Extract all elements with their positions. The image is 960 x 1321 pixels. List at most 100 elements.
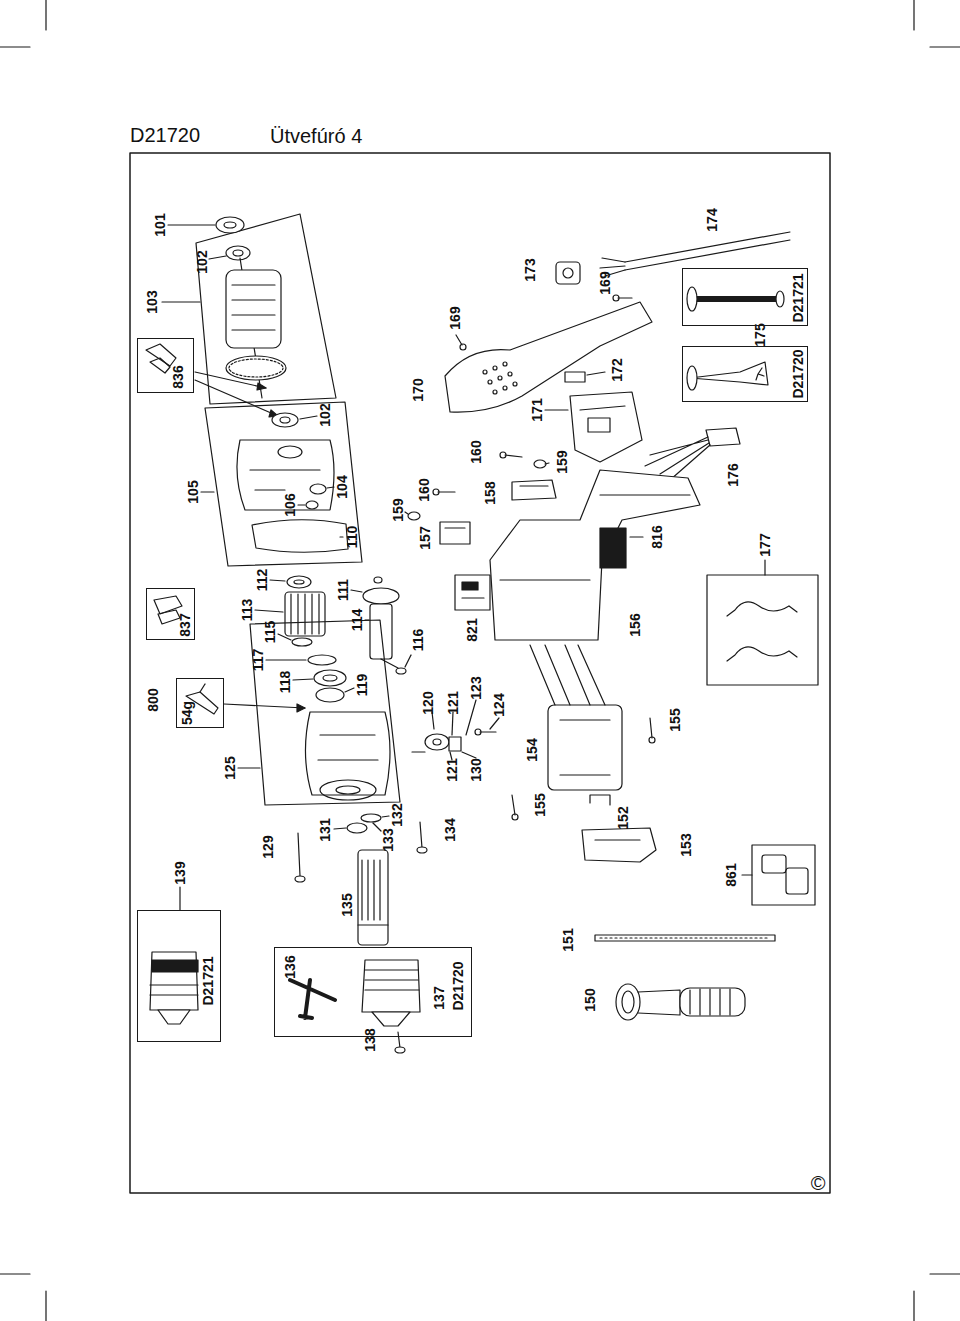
handle-cover — [493, 390, 497, 394]
gearcase-group — [278, 446, 302, 458]
side-handle-assembly — [680, 988, 745, 1016]
handle-cover — [445, 262, 652, 462]
armature-group — [232, 329, 275, 330]
spindle-parts — [298, 833, 300, 876]
model-label: 54g — [180, 701, 194, 725]
small-parts — [480, 731, 496, 732]
brush-box — [727, 602, 797, 616]
hammer-group — [314, 670, 346, 686]
spindle-parts — [367, 860, 368, 920]
callout-number: 121 — [445, 758, 459, 781]
hammer-group — [224, 704, 305, 708]
model-label: D21721 — [791, 273, 805, 322]
hammer-group — [345, 688, 354, 692]
keyed-chuck — [365, 979, 418, 980]
brush-box — [727, 647, 797, 661]
switch-part — [158, 610, 180, 624]
switch-parts — [405, 512, 408, 514]
handle-cover — [503, 386, 507, 390]
spindle-parts — [358, 850, 388, 945]
callout-number: 112 — [255, 569, 269, 592]
callout-number: 121 — [446, 691, 460, 714]
gearcase-group — [272, 413, 298, 427]
small-parts — [452, 712, 453, 735]
hammer-group — [224, 620, 400, 805]
keyless-chuck — [150, 984, 198, 985]
callout-number: 159 — [555, 450, 569, 473]
crop-mark — [45, 0, 46, 30]
switch-parts — [440, 522, 470, 544]
keyed-chuck — [372, 1012, 410, 1026]
accessory-box — [762, 855, 786, 873]
callout-number: 115 — [263, 621, 277, 644]
gearcase-group — [201, 491, 214, 492]
label-sticker — [462, 582, 478, 590]
gear-set — [374, 577, 382, 583]
spindle-parts — [373, 823, 381, 831]
switch-parts — [545, 463, 549, 464]
depth-rod — [595, 935, 775, 941]
gearcase-group — [201, 402, 362, 566]
armature-group — [232, 299, 275, 300]
armature-group — [168, 224, 215, 225]
spindle-parts — [347, 823, 367, 833]
page-text: © — [811, 1173, 826, 1193]
callout-number: 837 — [178, 613, 192, 636]
field-coil — [530, 645, 605, 705]
callout-number: 120 — [421, 691, 435, 714]
small-parts — [475, 729, 481, 735]
side-handle — [687, 287, 784, 390]
keyed-chuck — [362, 960, 420, 1012]
hammer-group — [318, 759, 378, 760]
terminal-block — [706, 428, 740, 446]
callout-number: 139 — [173, 861, 187, 884]
callout-number: 111 — [336, 579, 350, 601]
callout-number: 119 — [355, 674, 369, 697]
callout-number: 134 — [443, 818, 457, 841]
label-sticker — [455, 575, 490, 610]
callout-number: 170 — [411, 378, 425, 401]
callout-number: 160 — [469, 440, 483, 463]
gear-set — [270, 580, 285, 581]
side-handle-assembly — [709, 989, 710, 1015]
side-handle-assembly — [616, 984, 640, 1020]
label-sticker — [455, 575, 490, 610]
spindle-parts — [358, 924, 388, 925]
part-box: 136137D21720 — [274, 947, 472, 1037]
switch-parts — [445, 527, 465, 528]
spindle-parts — [334, 828, 346, 829]
callout-number: 101 — [153, 213, 167, 236]
handle-cover — [556, 262, 580, 284]
switch-parts — [408, 512, 420, 520]
hammer-group — [320, 780, 376, 800]
keyless-chuck — [150, 952, 198, 1024]
gear-set — [278, 634, 291, 640]
spindle-parts — [295, 876, 305, 882]
handle-cover — [513, 382, 517, 386]
callout-number: 104 — [335, 475, 349, 498]
gear-set — [285, 592, 325, 636]
accessory-box — [786, 868, 808, 894]
callout-number: 110 — [345, 526, 359, 549]
callout-number: 117 — [251, 649, 265, 672]
gear-set — [304, 594, 305, 634]
gearcase-group — [300, 416, 317, 419]
callout-number: 169 — [598, 271, 612, 294]
armature-group — [233, 250, 243, 256]
armature-group — [257, 383, 266, 390]
crop-mark — [0, 46, 30, 47]
callout-number: 102 — [195, 250, 209, 273]
armature-group — [195, 372, 266, 388]
switch-parts — [534, 460, 546, 468]
callout-number: 154 — [525, 738, 539, 761]
gearcase-group — [298, 504, 305, 505]
handle-cover — [570, 392, 642, 462]
handle-cover — [587, 372, 605, 375]
callout-number: 118 — [278, 671, 292, 694]
grease-tube — [200, 684, 205, 692]
spindle-parts — [373, 860, 374, 920]
hammer-group — [250, 620, 400, 805]
callout-number: 132 — [390, 803, 404, 826]
